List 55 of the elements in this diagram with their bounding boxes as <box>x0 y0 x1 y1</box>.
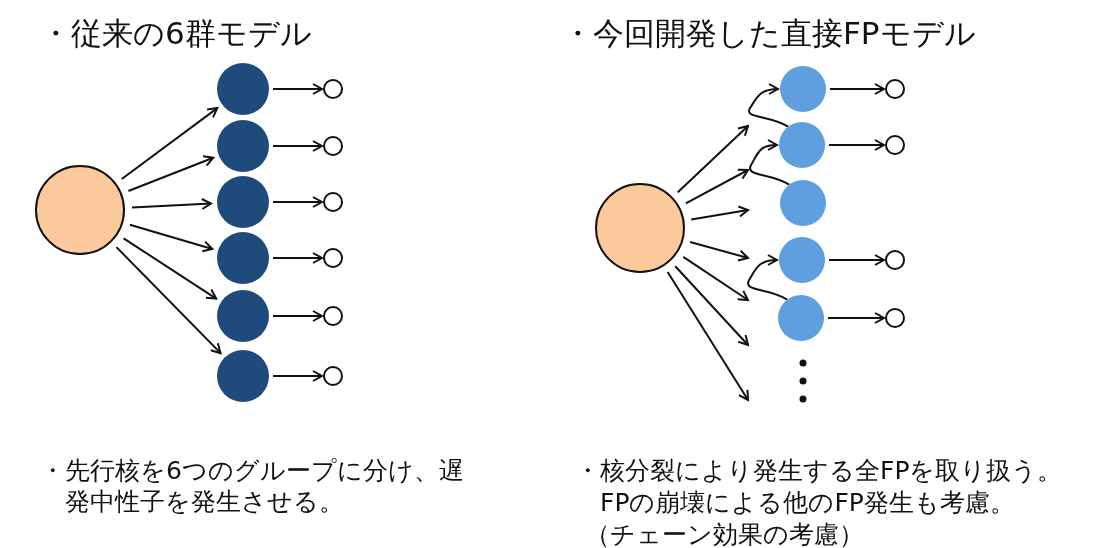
small-circle <box>323 248 343 268</box>
arrow <box>749 139 791 186</box>
arrow <box>272 83 323 95</box>
arrow <box>666 271 749 401</box>
note-text: FPの崩壊による他のFP発生も考慮。 <box>600 487 1015 519</box>
small-circle <box>323 366 343 386</box>
large-circle <box>595 183 685 273</box>
filled-circle <box>779 237 825 283</box>
note-text: （チェーン効果の考慮） <box>585 519 864 548</box>
arrow <box>747 254 789 301</box>
small-circle <box>885 135 905 155</box>
arrow <box>120 107 219 180</box>
arrow <box>272 140 323 152</box>
arrow <box>127 155 215 192</box>
arrow <box>674 265 749 346</box>
arrow <box>115 246 222 355</box>
small-circle <box>885 79 905 99</box>
arrow <box>827 312 885 324</box>
filled-circle <box>217 350 269 402</box>
arrow <box>676 125 749 194</box>
arrow <box>272 310 323 322</box>
arrow <box>122 237 218 300</box>
arrow <box>829 83 885 95</box>
filled-circle <box>217 176 269 228</box>
filled-circle <box>780 180 826 226</box>
arrow <box>690 205 749 221</box>
filled-circle <box>778 295 824 341</box>
filled-circle <box>217 63 269 115</box>
arrow <box>689 240 749 262</box>
large-circle <box>35 165 125 255</box>
arrow <box>272 252 323 264</box>
arrow <box>684 168 749 205</box>
arrow <box>682 255 749 301</box>
arrow <box>128 223 214 253</box>
filled-circle <box>217 120 269 172</box>
arrow <box>828 139 885 151</box>
arrow <box>828 254 885 266</box>
heading: ・従来の6群モデル <box>40 14 312 53</box>
filled-circle <box>780 66 826 112</box>
arrow <box>272 370 323 382</box>
small-circle <box>885 308 905 328</box>
filled-circle <box>779 122 825 168</box>
heading: ・今回開発した直接FPモデル <box>562 14 976 53</box>
arrow <box>272 196 323 208</box>
note-text: ・核分裂により発生する全FPを取り扱う。 <box>575 455 1063 487</box>
filled-circle <box>217 232 269 284</box>
small-circle <box>885 250 905 270</box>
small-circle <box>323 306 343 326</box>
filled-circle <box>217 290 269 342</box>
small-circle <box>323 192 343 212</box>
note-text: ・先行核を6つのグループに分け、遅発中性子を発生させる。 <box>40 455 465 518</box>
small-circle <box>323 136 343 156</box>
arrow <box>748 83 790 128</box>
small-circle <box>323 79 343 99</box>
arrow <box>130 198 213 210</box>
